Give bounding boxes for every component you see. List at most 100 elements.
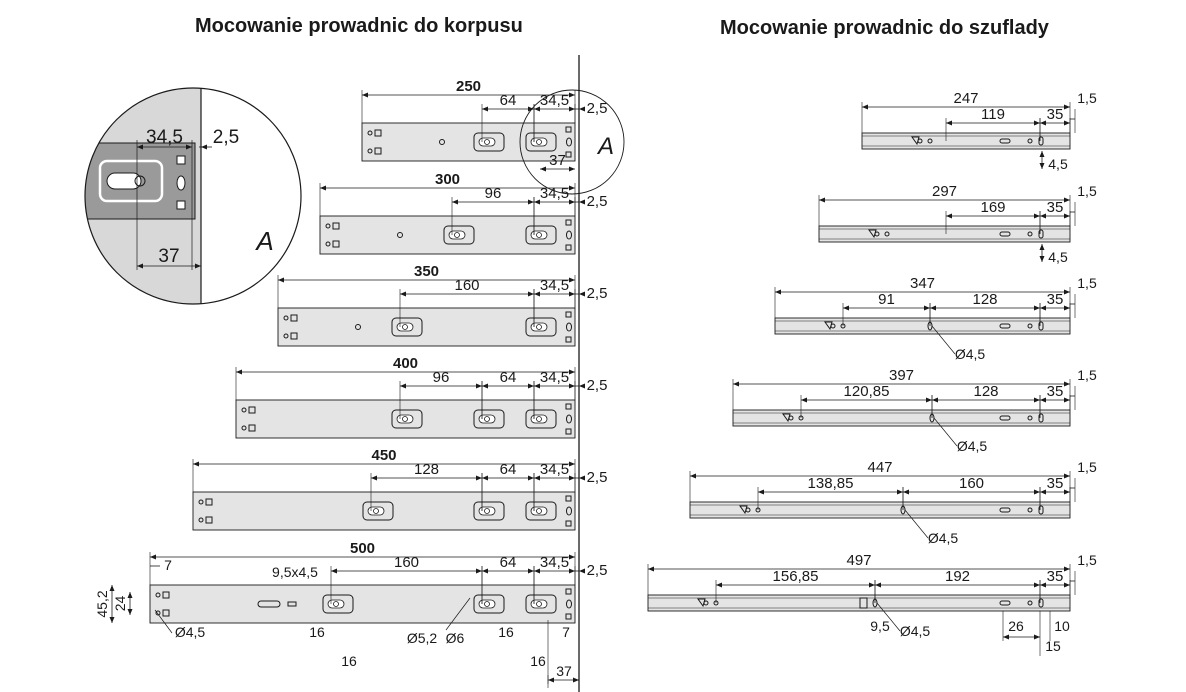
arrowhead <box>579 106 585 112</box>
hole <box>999 231 1011 237</box>
square-hole <box>290 332 298 340</box>
slot-pin <box>484 416 490 422</box>
hole <box>1038 598 1044 608</box>
arrowhead <box>1040 305 1046 311</box>
dim-spacing-label: 160 <box>454 277 479 294</box>
leader-line <box>154 609 173 634</box>
arrowhead <box>843 305 849 311</box>
dim-spacing-label: 96 <box>485 185 502 202</box>
arrowhead <box>1034 213 1040 219</box>
slot-pin <box>333 601 339 607</box>
detail-dim-34-5: 34,5 <box>146 127 183 148</box>
rail-length-label: 350 <box>414 263 439 280</box>
detail-A <box>85 88 301 304</box>
slot-pin <box>536 416 542 422</box>
drawer-rail-body <box>818 225 1071 243</box>
end-hole <box>565 403 572 410</box>
detail-callout-circle <box>519 89 625 195</box>
arrowhead <box>1064 197 1070 203</box>
dim-first-label: 91 <box>878 291 895 308</box>
rail-length-label: 297 <box>932 183 957 200</box>
square-hole <box>332 222 340 230</box>
arrowhead <box>1064 582 1070 588</box>
arrowhead <box>1039 244 1045 250</box>
arrowhead <box>579 568 585 574</box>
arrowhead <box>569 568 575 574</box>
dim-10-label: 10 <box>1054 618 1070 634</box>
detail-dim-2-5: 2,5 <box>213 127 239 148</box>
hole <box>859 597 868 609</box>
arrowhead <box>534 568 540 574</box>
rail-length-label: 300 <box>435 171 460 188</box>
slot-hole <box>478 599 496 609</box>
dim-spacing-label: 64 <box>500 92 517 109</box>
dim-24-label: 24 <box>112 596 128 612</box>
arrowhead <box>579 383 585 389</box>
hole <box>367 148 373 154</box>
arrowhead <box>569 475 575 481</box>
arrowhead <box>569 461 575 467</box>
arrowhead <box>569 199 575 205</box>
end-hole <box>565 244 572 251</box>
small-slot <box>287 601 297 607</box>
arrowhead <box>1040 489 1046 495</box>
dim-16d-label: 16 <box>530 653 546 669</box>
title-right: Mocowanie prowadnic do szuflady <box>720 17 1049 39</box>
arrowhead <box>150 554 156 560</box>
hole <box>1027 600 1033 606</box>
dim-phi-label: Ø4,5 <box>928 530 959 546</box>
arrowhead <box>400 383 406 389</box>
arrowhead <box>371 475 377 481</box>
dim-spacing-label: 160 <box>959 475 984 492</box>
dim-spacing-label: 128 <box>973 383 998 400</box>
arrowhead <box>201 144 207 150</box>
arrowhead <box>1003 634 1009 640</box>
slot-bracket <box>322 594 354 614</box>
hole <box>999 415 1011 421</box>
end-hole <box>566 506 572 516</box>
arrowhead <box>195 263 201 269</box>
slot-hole <box>530 599 548 609</box>
arrowhead <box>1040 213 1046 219</box>
arrowhead <box>1064 120 1070 126</box>
arrowhead <box>1039 163 1045 169</box>
square-hole <box>162 609 170 617</box>
arrowhead <box>579 291 585 297</box>
arrowhead <box>1034 582 1040 588</box>
hole <box>283 315 289 321</box>
arrowhead <box>690 473 696 479</box>
dim-spacing-label: 119 <box>981 106 1005 123</box>
dim-64-label: 64 <box>500 461 517 478</box>
rail-length-label: 497 <box>846 552 871 569</box>
arrowhead <box>528 106 534 112</box>
end-hole <box>566 137 572 147</box>
arrowhead <box>534 475 540 481</box>
hole <box>439 139 445 145</box>
slot-hole <box>367 506 385 516</box>
slot-pin <box>536 232 542 238</box>
dim-34-5-label: 34,5 <box>540 369 569 386</box>
leader-line <box>931 325 956 355</box>
arrowhead <box>482 106 488 112</box>
hole <box>1027 231 1033 237</box>
arrowhead <box>534 199 540 205</box>
hole <box>155 610 161 616</box>
arrowhead <box>819 197 825 203</box>
square-hole <box>332 240 340 248</box>
slot-bracket <box>525 501 557 521</box>
arrowhead <box>452 199 458 205</box>
arrowhead <box>109 617 115 623</box>
arrowhead <box>569 554 575 560</box>
leader-line <box>876 602 901 632</box>
arrowhead <box>1064 566 1070 572</box>
offset-label: 2,5 <box>587 285 608 302</box>
arrowhead <box>1064 305 1070 311</box>
detail-hole <box>176 200 186 210</box>
detail-pin <box>134 175 146 187</box>
arrowhead <box>930 305 936 311</box>
dim-phi-label: Ø4,5 <box>957 438 988 454</box>
arrowhead <box>946 213 952 219</box>
arrowhead <box>569 277 575 283</box>
cabinet-rail-450 <box>192 491 576 531</box>
